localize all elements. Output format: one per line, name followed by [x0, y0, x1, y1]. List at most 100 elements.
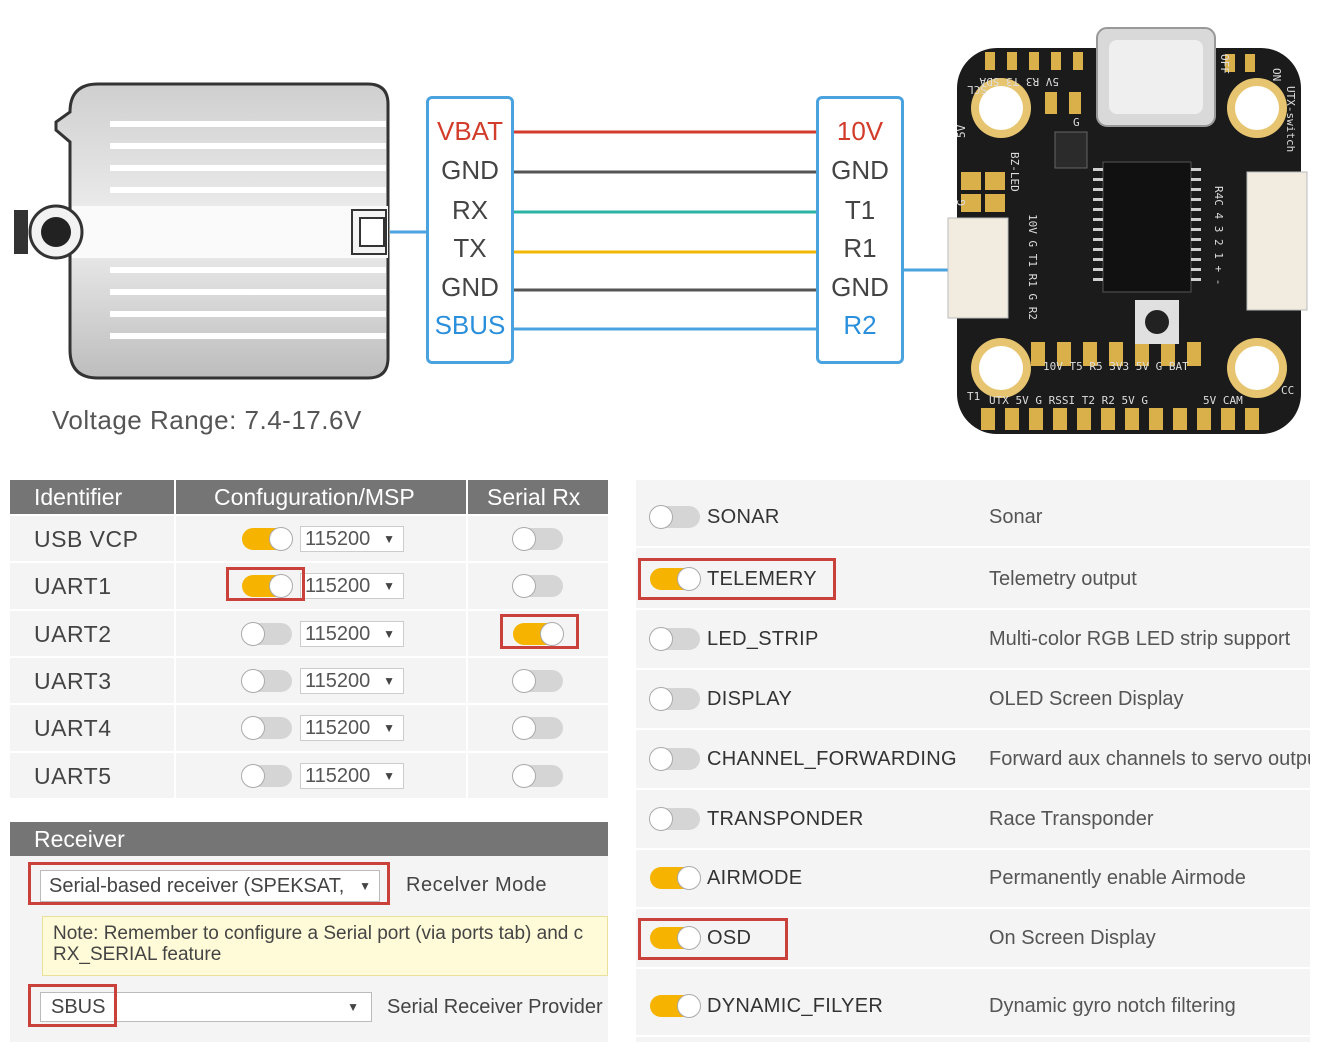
pin-label: T1	[844, 195, 876, 225]
serial-rx-toggle[interactable]	[512, 716, 563, 741]
feature-description: OLED Screen Display	[989, 688, 1184, 710]
pin-label: GND	[441, 155, 499, 185]
port-row: UART2 115200▼	[10, 608, 608, 656]
baud-value: 115200	[305, 575, 371, 598]
chevron-down-icon: ▼	[383, 673, 395, 688]
chevron-down-icon: ▼	[383, 626, 395, 641]
port-identifier: UART1	[34, 573, 112, 600]
port-identifier: UART2	[34, 620, 112, 647]
port-identifier: UART5	[34, 762, 112, 789]
serial-provider-label: Serial Receiver Provider	[387, 996, 603, 1018]
board-on-label: ON	[1270, 68, 1283, 81]
baud-select[interactable]: 115200 ▼	[300, 573, 404, 600]
feature-toggle[interactable]	[650, 926, 701, 950]
board-r4c-label: R4C 4 3 2 1 + -	[1212, 186, 1225, 285]
feature-name: DYNAMIC_FILYER	[707, 995, 884, 1017]
chevron-down-icon: ▼	[347, 1000, 359, 1014]
header-configuration-msp: Confuguration/MSP	[214, 484, 415, 510]
board-side-pins-label: 10V G T1 R1 G R2	[1026, 214, 1039, 320]
baud-value: 115200	[305, 764, 371, 787]
board-scl-label: SCL	[967, 83, 987, 96]
serial-provider-select[interactable]: SBUS ▼	[40, 992, 372, 1022]
serial-rx-toggle[interactable]	[512, 668, 563, 693]
feature-name: AIRMODE	[707, 867, 803, 889]
pin-label: TX	[453, 233, 487, 263]
baud-select[interactable]: 115200▼	[300, 762, 404, 789]
feature-description: Race Transponder	[989, 808, 1154, 830]
feature-name: CHANNEL_FORWARDING	[707, 748, 957, 770]
msp-toggle[interactable]	[242, 574, 293, 599]
board-off-label: OFF	[1218, 54, 1231, 74]
baud-select[interactable]: 115200▼	[300, 526, 404, 552]
board-top-labels: 5V R3 T3 SDA	[979, 75, 1059, 88]
highlight-telemetry	[638, 558, 836, 600]
pin-label: SBUS	[434, 310, 506, 340]
feature-name: OSD	[707, 927, 752, 949]
feature-toggle[interactable]	[650, 994, 701, 1018]
receiver-title: Receiver	[10, 822, 608, 856]
chevron-down-icon: ▼	[383, 579, 395, 594]
serial-rx-toggle[interactable]	[512, 763, 563, 788]
serial-rx-toggle[interactable]	[512, 527, 563, 551]
feature-toggle[interactable]	[649, 505, 700, 529]
msp-toggle[interactable]	[241, 763, 292, 788]
board-bzled-label: BZ-LED	[1008, 152, 1021, 192]
board-5v-label: 5V	[955, 124, 968, 138]
msp-toggle[interactable]	[241, 621, 292, 646]
baud-select[interactable]: 115200▼	[300, 620, 404, 647]
feature-row: DYNAMIC_FILYER Dynamic gyro notch filteri…	[636, 977, 1310, 1037]
baud-value: 115200	[305, 528, 371, 550]
feature-description: Dynamic gyro notch filtering	[989, 995, 1236, 1017]
msp-toggle[interactable]	[242, 527, 293, 551]
receiver-button-icon	[14, 204, 84, 260]
chevron-down-icon: ▼	[383, 721, 395, 736]
baud-select[interactable]: 115200▼	[300, 715, 404, 742]
receiver-mode-value: Serial-based receiver (SPEKSAT,	[49, 875, 345, 897]
msp-toggle[interactable]	[241, 668, 292, 693]
msp-toggle[interactable]	[241, 716, 292, 741]
receiver-module-image	[50, 82, 390, 380]
ports-table-header: Identifier Confuguration/MSP Serial Rx	[10, 480, 608, 514]
board-row2-label: UTX 5V G RSSI T2 R2 5V G	[989, 394, 1148, 407]
receiver-mode-select[interactable]: Serial-based receiver (SPEKSAT,▼	[40, 870, 380, 902]
board-g-label: G	[955, 199, 968, 206]
highlight-uart2-serialrx	[500, 614, 579, 649]
pin-label: 10V	[836, 116, 884, 146]
board-row1-label: 10V T5 R5 3V3 5V G BAT	[1043, 360, 1189, 373]
feature-toggle[interactable]	[649, 747, 700, 771]
port-row: UART5 115200▼	[10, 750, 608, 798]
port-identifier: UART4	[34, 715, 112, 742]
pin-label: R2	[843, 310, 877, 340]
feature-toggle[interactable]	[650, 866, 701, 890]
serial-rx-toggle[interactable]	[512, 574, 563, 599]
feature-toggle[interactable]	[649, 807, 700, 831]
port-row: UART4 115200▼	[10, 703, 608, 750]
board-800-label: 800	[1168, 304, 1181, 324]
receiver-note-line2: RX_SERIAL feature	[53, 944, 222, 965]
baud-select[interactable]: 115200▼	[300, 667, 404, 694]
port-row: UART1 115200 ▼	[10, 561, 608, 608]
serial-rx-toggle[interactable]	[513, 621, 564, 646]
pin-label: RX	[451, 195, 489, 225]
receiver-panel: Receiver Serial-based receiver (SPEKSAT,…	[10, 822, 608, 1042]
board-cc-label: CC	[1281, 384, 1294, 397]
serial-provider-value: SBUS	[51, 996, 106, 1018]
feature-toggle[interactable]	[650, 567, 701, 591]
feature-name: LED_STRIP	[707, 628, 819, 650]
board-cam-label: 5V CAM	[1203, 394, 1243, 407]
header-serial-rx: Serial Rx	[487, 484, 581, 510]
feature-toggle[interactable]	[649, 687, 700, 711]
pin-label: VBAT	[437, 116, 503, 146]
feature-toggle[interactable]	[649, 627, 700, 651]
port-identifier: UART3	[34, 667, 112, 694]
